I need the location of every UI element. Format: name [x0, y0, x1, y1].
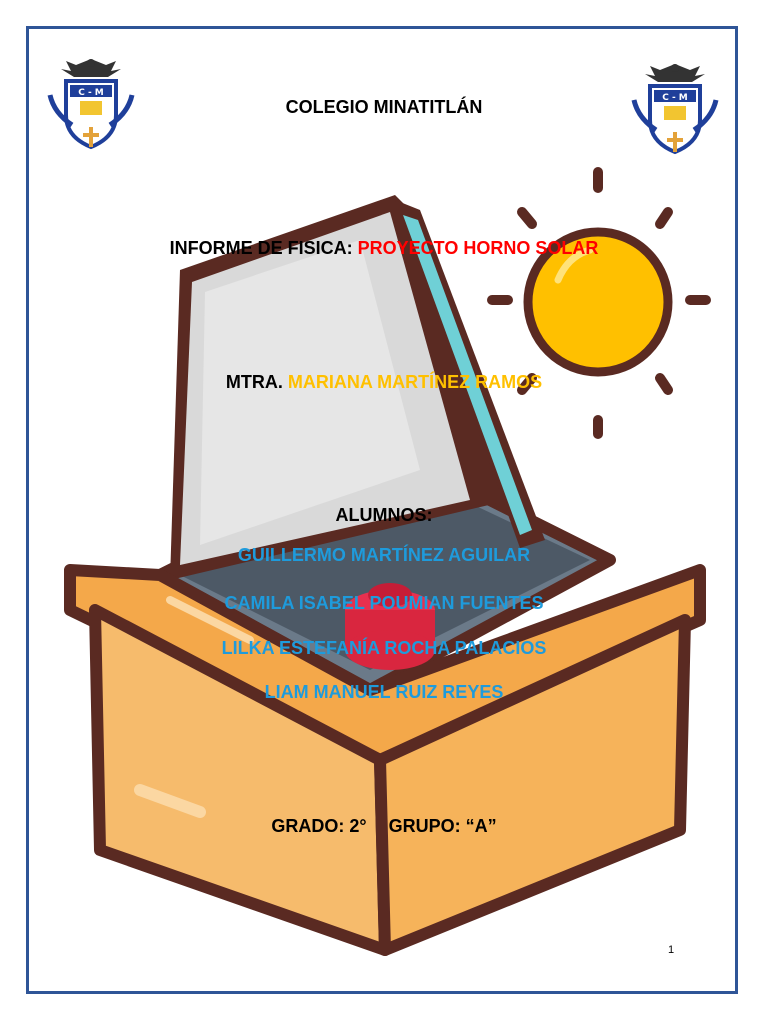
teacher-label: MTRA.	[225, 372, 288, 392]
teacher-line: MTRA. MARIANA MARTÍNEZ RAMOS	[0, 372, 768, 393]
grade: GRADO: 2°	[271, 816, 367, 836]
svg-text:C - M: C - M	[78, 88, 104, 98]
school-name: COLEGIO MINATITLÁN	[285, 97, 483, 117]
grade-group-line: GRADO: 2° GRUPO: “A”	[0, 816, 768, 837]
report-title: INFORME DE FISICA: PROYECTO HORNO SOLAR	[0, 238, 768, 259]
project-name: PROYECTO HORNO SOLAR	[357, 238, 599, 258]
page-number: 1	[668, 944, 675, 956]
group: GRUPO: “A”	[388, 816, 497, 836]
svg-text:C - M: C - M	[662, 93, 688, 103]
school-crest-icon: C - M	[631, 64, 719, 155]
school-crest-icon: C - M	[47, 59, 135, 150]
student-name: LILKA ESTEFANÍA ROCHA PALACIOS	[221, 638, 547, 658]
teacher-name: MARIANA MARTÍNEZ RAMOS	[287, 372, 543, 392]
students-label: ALUMNOS:	[335, 505, 433, 525]
student-name: LIAM MANUEL RUIZ REYES	[264, 682, 504, 702]
report-label: INFORME DE FISICA:	[169, 238, 358, 258]
student-name: CAMILA ISABEL POUMIAN FUENTES	[224, 593, 544, 613]
student-name: GUILLERMO MARTÍNEZ AGUILAR	[237, 545, 531, 565]
page-border	[26, 26, 738, 994]
sun-icon	[487, 167, 711, 439]
